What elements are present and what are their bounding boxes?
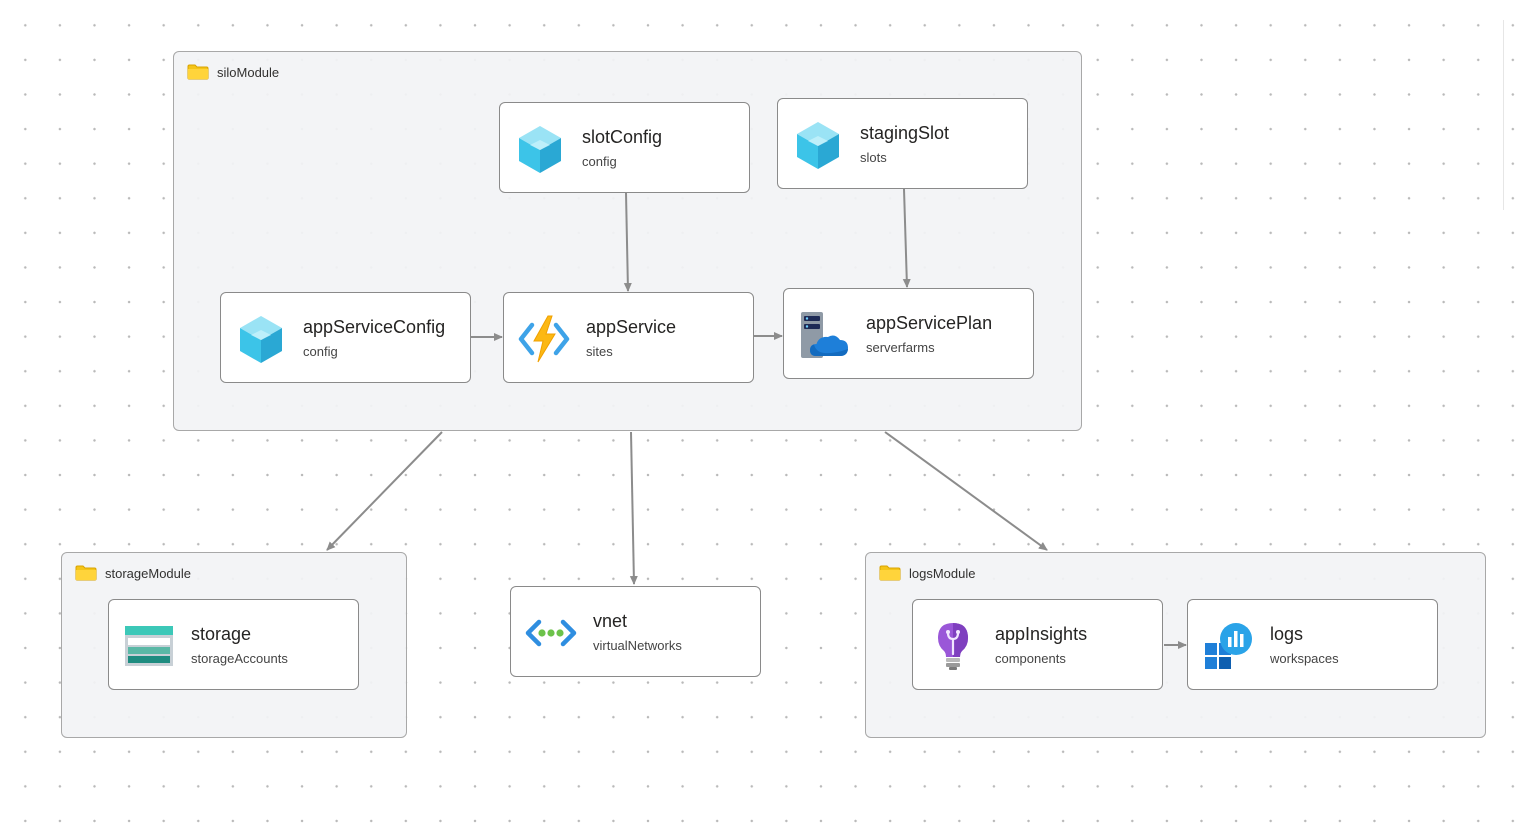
edge-silo-to-logs bbox=[884, 431, 1048, 551]
node-slotconfig[interactable]: slotConfig config bbox=[499, 102, 750, 193]
node-type: serverfarms bbox=[866, 340, 935, 355]
node-title: appServiceConfig bbox=[303, 317, 446, 337]
node-type: slots bbox=[860, 150, 887, 165]
module-header: storageModule bbox=[75, 563, 191, 583]
node-appserviceplan[interactable]: appServicePlan serverfarms bbox=[783, 288, 1034, 379]
module-label: logsModule bbox=[909, 565, 976, 581]
node-type: virtualNetworks bbox=[593, 638, 682, 653]
app-service-plan-icon bbox=[798, 309, 850, 361]
node-title: appServicePlan bbox=[866, 313, 993, 333]
node-title: vnet bbox=[593, 611, 628, 631]
folder-icon bbox=[75, 565, 97, 581]
log-analytics-icon bbox=[1202, 620, 1254, 672]
node-type: config bbox=[582, 154, 617, 169]
node-title: storage bbox=[191, 624, 252, 644]
edge-silo-to-vnet bbox=[629, 431, 638, 585]
edge-silo-to-storage bbox=[326, 431, 443, 551]
config-cube-icon bbox=[514, 123, 566, 175]
node-type: workspaces bbox=[1270, 651, 1339, 666]
node-title: appInsights bbox=[995, 624, 1088, 644]
function-app-icon bbox=[518, 313, 570, 365]
module-label: storageModule bbox=[105, 565, 191, 581]
node-type: config bbox=[303, 344, 338, 359]
folder-icon bbox=[879, 565, 901, 581]
storage-account-icon bbox=[123, 620, 175, 672]
canvas-edge-line bbox=[1503, 20, 1504, 210]
virtual-network-icon bbox=[525, 607, 577, 659]
node-type: sites bbox=[586, 344, 613, 359]
node-logs[interactable]: logs workspaces bbox=[1187, 599, 1438, 690]
node-appservice[interactable]: appService sites bbox=[503, 292, 754, 383]
node-type: components bbox=[995, 651, 1066, 666]
node-title: logs bbox=[1270, 624, 1304, 644]
config-cube-icon bbox=[235, 313, 287, 365]
node-vnet[interactable]: vnet virtualNetworks bbox=[510, 586, 761, 677]
node-appinsights[interactable]: appInsights components bbox=[912, 599, 1163, 690]
module-header: logsModule bbox=[879, 563, 976, 583]
node-appserviceconfig[interactable]: appServiceConfig config bbox=[220, 292, 471, 383]
lightbulb-icon bbox=[927, 620, 979, 672]
module-label: siloModule bbox=[217, 64, 280, 80]
node-storage[interactable]: storage storageAccounts bbox=[108, 599, 359, 690]
slot-cube-icon bbox=[792, 119, 844, 171]
module-header: siloModule bbox=[187, 62, 279, 82]
node-title: slotConfig bbox=[582, 127, 663, 147]
node-title: appService bbox=[586, 317, 677, 337]
node-stagingslot[interactable]: stagingSlot slots bbox=[777, 98, 1028, 189]
node-title: stagingSlot bbox=[860, 123, 950, 143]
folder-icon bbox=[187, 64, 209, 80]
node-type: storageAccounts bbox=[191, 651, 288, 666]
